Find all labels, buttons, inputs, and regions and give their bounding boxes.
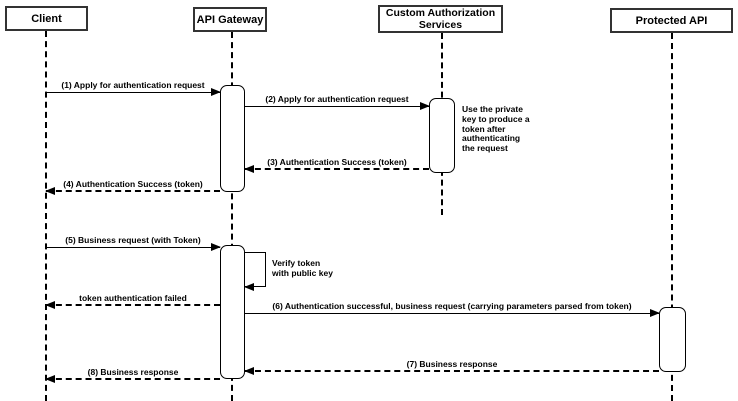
message-2-label: (2) Apply for authentication request	[265, 94, 409, 104]
arrowhead-left-icon	[45, 301, 55, 309]
arrowhead-left-icon	[45, 375, 55, 383]
participant-client: Client	[5, 6, 88, 31]
note-private-key: Use the private key to produce a token a…	[462, 104, 530, 154]
self-message-verify-token	[244, 252, 266, 291]
lifeline-api-gateway	[231, 32, 233, 401]
participant-custom-auth: Custom Authorization Services	[378, 5, 503, 33]
message-7: (7) Business response	[244, 359, 659, 375]
message-8: (8) Business response	[45, 367, 220, 383]
participant-api-gateway-label: API Gateway	[196, 13, 264, 26]
arrowhead-right-icon	[420, 102, 430, 110]
arrowhead-right-icon	[650, 309, 660, 317]
activation-custom-auth	[429, 98, 455, 173]
message-token-failed: token authentication failed	[45, 293, 220, 309]
arrowhead-left-icon	[244, 367, 254, 375]
message-token-failed-label: token authentication failed	[79, 293, 187, 303]
participant-api-gateway: API Gateway	[193, 7, 267, 32]
arrowhead-left-icon	[45, 187, 55, 195]
message-8-label: (8) Business response	[87, 367, 179, 377]
activation-api-gateway-1	[220, 85, 245, 192]
arrowhead-left-icon	[244, 283, 254, 291]
self-message-label: Verify token with public key	[272, 258, 333, 278]
message-3-label: (3) Authentication Success (token)	[267, 157, 407, 167]
participant-protected-api-label: Protected API	[635, 14, 708, 27]
message-1-label: (1) Apply for authentication request	[61, 80, 205, 90]
message-7-label: (7) Business response	[406, 359, 498, 369]
message-4-label: (4) Authentication Success (token)	[63, 179, 203, 189]
message-6: (6) Authentication successful, business …	[245, 301, 660, 317]
lifeline-client	[45, 31, 47, 401]
message-5-label: (5) Business request (with Token)	[65, 235, 201, 245]
message-6-label: (6) Authentication successful, business …	[272, 301, 632, 311]
lifeline-protected-api	[671, 33, 673, 401]
message-3: (3) Authentication Success (token)	[244, 157, 429, 173]
activation-protected-api	[659, 307, 686, 372]
message-4: (4) Authentication Success (token)	[45, 179, 220, 195]
arrowhead-right-icon	[211, 243, 221, 251]
arrowhead-right-icon	[211, 88, 221, 96]
message-2: (2) Apply for authentication request	[245, 94, 430, 110]
message-1: (1) Apply for authentication request	[46, 80, 221, 96]
participant-custom-auth-label: Custom Authorization Services	[385, 7, 496, 31]
activation-api-gateway-2	[220, 245, 245, 379]
message-5: (5) Business request (with Token)	[46, 235, 221, 251]
arrowhead-left-icon	[244, 165, 254, 173]
participant-client-label: Client	[31, 12, 62, 25]
participant-protected-api: Protected API	[610, 8, 733, 33]
